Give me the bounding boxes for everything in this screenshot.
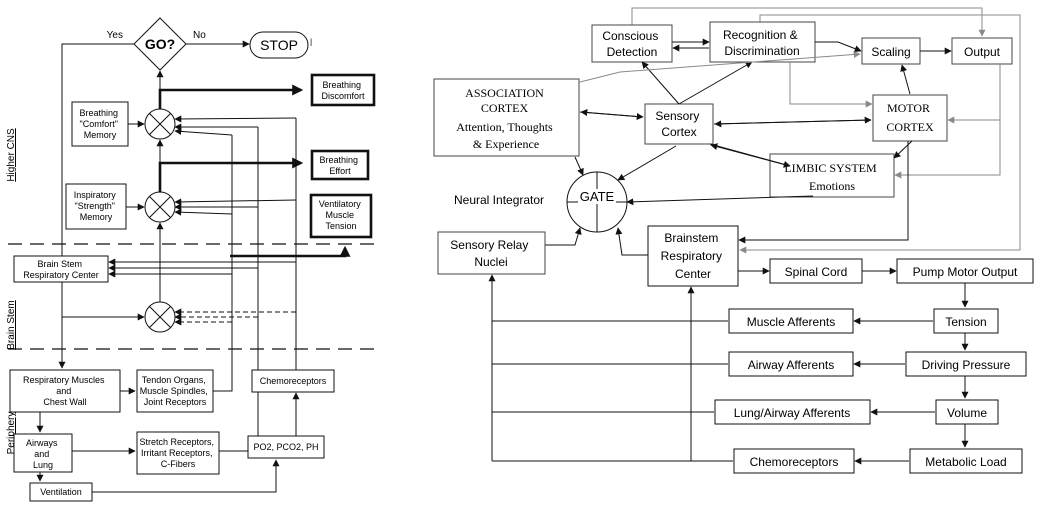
right-network-diagram: Conscious Detection Recognition & Discri… [433,7,1034,474]
svg-text:Output: Output [964,45,1001,59]
svg-text:Chemoreceptors: Chemoreceptors [750,455,839,469]
svg-text:Tendon Organs, Muscle: Tendon Organs, Muscle Spindles, Joint Re… [140,375,211,407]
po2-box: PO2, PCO2, PH [247,435,325,459]
tendon-organs-box: Tendon Organs, Muscle Spindles, Joint Re… [136,369,214,413]
svg-text:ASSOCIATION CORTEX: ASSOCIATION CORTEX Attention, Thoughts &… [456,86,555,151]
svg-text:PO2, PCO2, PH: PO2, PCO2, PH [253,442,318,452]
svg-text:Respiratory Muscles an: Respiratory Muscles and Chest Wall [23,375,107,407]
recognition-box: Recognition & Discrimination [709,21,816,63]
sensory-cortex-box: Sensory Cortex [644,103,714,145]
svg-text:Ventilatory Muscle: Ventilatory Muscle Tension [319,199,364,231]
svg-text:Airway Afferents: Airway Afferents [748,358,834,372]
driving-pressure-box: Driving Pressure [905,351,1027,377]
limbic-system-box: LIMBIC SYSTEM Emotions [769,153,895,198]
svg-text:Inspiratory "Strength": Inspiratory "Strength" Memory [74,190,119,222]
svg-text:Breathing "Comfort": Breathing "Comfort" Memory [79,108,120,140]
breathing-discomfort-box: Breathing Discomfort [310,73,376,107]
lung-airway-afferents-box: Lung/Airway Afferents [714,399,871,425]
breathing-effort-box: Breathing Effort [310,149,370,181]
stretch-receptors-box: Stretch Receptors, Irritant Receptors, C… [136,431,220,475]
airways-lung-box: Airways and Lung [13,433,73,473]
comparator-middle [144,191,176,223]
svg-text:Chemoreceptors: Chemoreceptors [260,376,327,386]
svg-text:Lung/Airway Afferents: Lung/Airway Afferents [734,406,851,420]
left-flowchart: Higher CNS Brain Stem Periphery GO? Yes … [6,17,378,502]
side-label-periphery: Periphery [6,412,17,455]
gate-node: GATE [566,171,628,233]
svg-text:Spinal Cord: Spinal Cord [785,265,848,279]
output-box: Output [951,37,1013,65]
volume-box: Volume [935,399,999,425]
comparator-top [144,108,176,140]
chemoreceptors-box-left: Chemoreceptors [251,369,335,393]
stop-label: STOP [260,37,298,53]
svg-text:Brain Stem Respiratory: Brain Stem Respiratory Center [23,259,99,280]
no-label: No [193,30,206,41]
yes-label: Yes [107,30,123,41]
brainstem-center-box: Brain Stem Respiratory Center [13,255,109,283]
resp-muscles-box: Respiratory Muscles and Chest Wall [9,369,121,413]
svg-text:Ventilation: Ventilation [40,487,82,497]
svg-text:Brainstem Respiratory: Brainstem Respiratory Center [661,231,726,281]
svg-text:MOTOR CORTEX: MOTOR CORTEX [886,101,934,134]
svg-text:Breathing Effort: Breathing Effort [319,155,360,176]
svg-text:Scaling: Scaling [871,45,910,59]
association-cortex-box: ASSOCIATION CORTEX Attention, Thoughts &… [433,78,580,157]
side-label-brain-stem: Brain Stem [6,300,17,349]
metabolic-load-box: Metabolic Load [909,448,1023,474]
comparator-bottom [144,301,176,333]
pump-motor-box: Pump Motor Output [896,258,1034,284]
comfort-memory-box: Breathing "Comfort" Memory [71,101,129,147]
svg-text:Conscious Detection: Conscious Detection [602,29,661,59]
svg-text:Metabolic Load: Metabolic Load [925,455,1006,469]
svg-text:Breathing Discomfort: Breathing Discomfort [321,80,365,101]
svg-text:Pump Motor Output: Pump Motor Output [913,265,1018,279]
svg-text:Stretch Receptors, Irr: Stretch Receptors, Irritant Receptors, C… [139,437,216,469]
ventilation-box: Ventilation [29,482,93,502]
motor-cortex-box: MOTOR CORTEX [872,94,948,142]
neural-integrator-label: Neural Integrator [454,193,544,207]
go-label: GO? [145,36,175,52]
chemoreceptors-box-right: Chemoreceptors [733,448,855,474]
stop-terminal: STOP [249,31,309,59]
svg-text:Tension: Tension [945,315,986,329]
brainstem-resp-box: Brainstem Respiratory Center [647,225,739,287]
svg-text:Sensory Cortex: Sensory Cortex [655,109,702,139]
airway-afferents-box: Airway Afferents [728,351,854,377]
tension-box: Tension [933,308,999,334]
sensory-relay-box: Sensory Relay Nuclei [437,231,546,275]
conscious-detection-box: Conscious Detection [591,24,673,63]
ventilatory-tension-box: Ventilatory Muscle Tension [309,193,373,239]
svg-text:Volume: Volume [947,406,987,420]
svg-text:Driving Pressure: Driving Pressure [922,358,1011,372]
svg-text:Sensory Relay Nuclei: Sensory Relay Nuclei [450,238,531,269]
spinal-cord-box: Spinal Cord [769,258,863,284]
strength-memory-box: Inspiratory "Strength" Memory [65,183,127,230]
scaling-box: Scaling [861,37,921,65]
svg-text:Airways and Lu: Airways and Lung [26,438,60,470]
go-decision: GO? [133,17,187,71]
muscle-afferents-box: Muscle Afferents [728,308,854,334]
side-label-higher-cns: Higher CNS [6,128,17,182]
svg-text:l: l [310,38,312,49]
svg-text:LIMBIC SYSTEM Emotions: LIMBIC SYSTEM Emotions [784,161,879,193]
gate-label: GATE [580,189,615,204]
svg-text:Recognition & Discrimi: Recognition & Discrimination [723,28,801,58]
svg-text:Muscle Afferents: Muscle Afferents [747,315,836,329]
